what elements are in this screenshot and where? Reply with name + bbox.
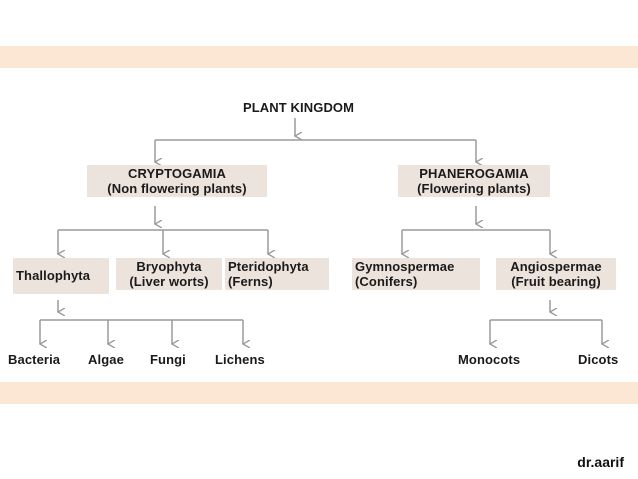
lichens-label: Lichens	[215, 352, 265, 367]
bottom-band	[0, 382, 638, 404]
algae-label: Algae	[88, 352, 124, 367]
pteridophyta-subtitle: (Ferns)	[228, 274, 273, 289]
plant-kingdom-label: PLANT KINGDOM	[243, 100, 355, 115]
top-band	[0, 46, 638, 68]
bryophyta-box: Bryophyta (Liver worts)	[116, 258, 222, 290]
phanerogamia-title: PHANEROGAMIA	[419, 166, 529, 181]
angiospermae-subtitle: (Fruit bearing)	[511, 274, 601, 289]
monocots-label: Monocots	[458, 352, 521, 367]
gymnospermae-title: Gymnospermae	[355, 259, 455, 274]
thallophyta-box: Thallophyta	[13, 258, 109, 294]
cryptogamia-title: CRYPTOGAMIA	[128, 166, 226, 181]
dicots-label: Dicots	[578, 352, 619, 367]
bacteria-label: Bacteria	[8, 352, 61, 367]
thallophyta-label: Thallophyta	[16, 268, 91, 283]
cryptogamia-subtitle: (Non flowering plants)	[107, 181, 247, 196]
pteridophyta-title: Pteridophyta	[228, 259, 309, 274]
fungi-label: Fungi	[150, 352, 186, 367]
angiospermae-title: Angiospermae	[510, 259, 602, 274]
phanerogamia-subtitle: (Flowering plants)	[417, 181, 531, 196]
pteridophyta-box: Pteridophyta (Ferns)	[225, 258, 329, 290]
cryptogamia-box: CRYPTOGAMIA (Non flowering plants)	[87, 165, 267, 197]
bryophyta-subtitle: (Liver worts)	[129, 274, 209, 289]
gymnospermae-subtitle: (Conifers)	[355, 274, 418, 289]
phanerogamia-box: PHANEROGAMIA (Flowering plants)	[398, 165, 550, 197]
gymnospermae-box: Gymnospermae (Conifers)	[352, 258, 480, 290]
bryophyta-title: Bryophyta	[136, 259, 202, 274]
author-watermark: dr.aarif	[577, 454, 624, 470]
diagram-panel	[6, 68, 632, 382]
angiospermae-box: Angiospermae (Fruit bearing)	[496, 258, 616, 290]
